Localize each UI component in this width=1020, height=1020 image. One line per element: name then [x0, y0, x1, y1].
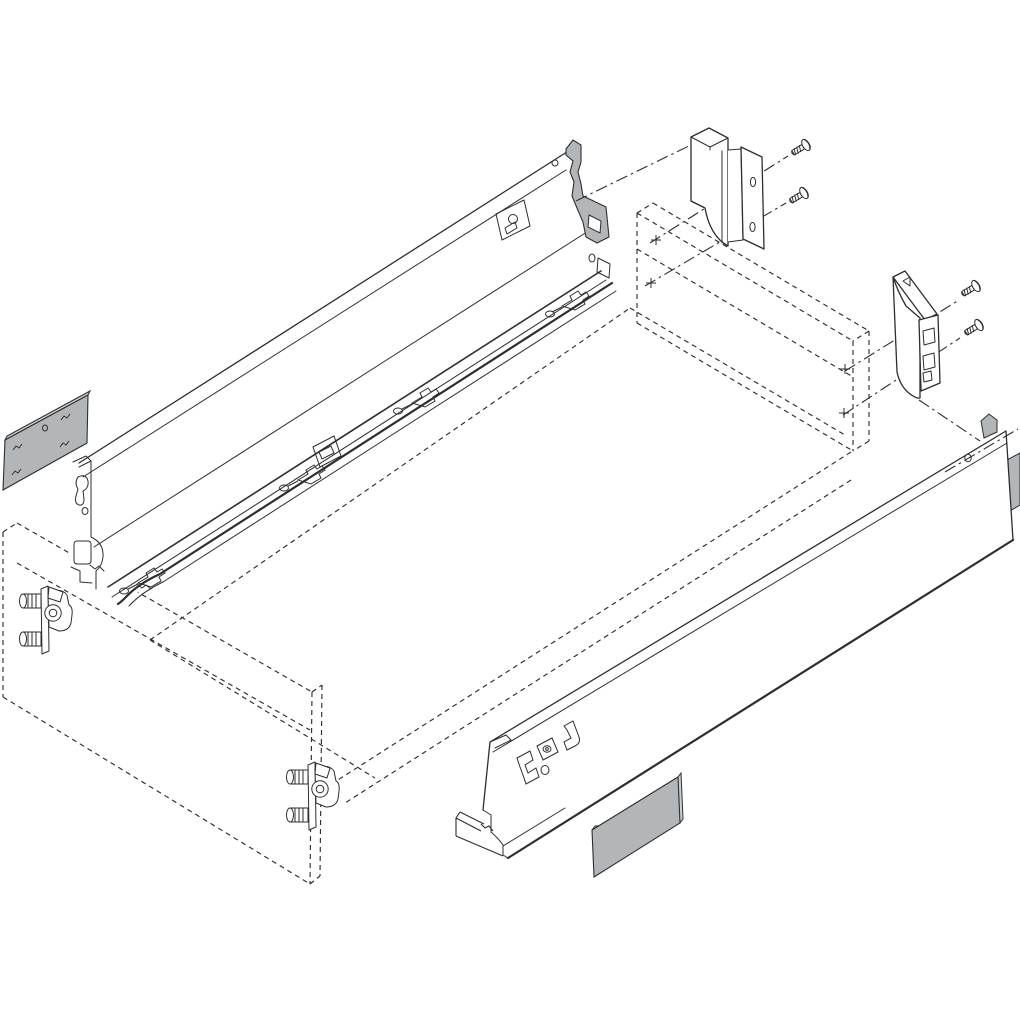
front-fixing-coupling-left: [19, 585, 73, 655]
right-rail-front-cap: [482, 734, 512, 859]
rear-hole-right-rail: [964, 453, 972, 463]
left-rail-bottom-edge: [116, 281, 614, 606]
pilot-hole-marks: [646, 235, 850, 418]
front-keyhole-cutout: [74, 475, 89, 506]
latch-detail-mid: [312, 435, 342, 468]
screw: [964, 318, 984, 336]
bracket-plate: [740, 146, 765, 250]
back-fixing-bracket-right: [892, 270, 941, 399]
right-rail-face: [483, 431, 1013, 858]
right-drawer-side-rail: [455, 430, 1015, 860]
bracket-plate: [892, 276, 921, 399]
bracket-block: [918, 314, 941, 392]
coupling-plate: [40, 585, 50, 655]
hook-detail: [127, 567, 166, 590]
screw: [789, 186, 809, 204]
rear-hole-left-rail: [551, 159, 559, 167]
tear-mark-front: [89, 564, 152, 590]
cover-cap-bottom: [591, 771, 684, 878]
drawer-front-panel-dashed: [2, 522, 323, 885]
clip-marks: [11, 413, 71, 476]
left-drawer-side-rail: [70, 139, 618, 607]
hook-detail: [551, 290, 590, 313]
front-fixing-coupling-right: [286, 761, 340, 831]
coupling-plate: [307, 761, 317, 831]
bracket-top-face: [892, 270, 938, 321]
coupling-boss: [44, 604, 62, 622]
drawer-bottom-panel-dashed: [149, 307, 852, 804]
rear-latch-detail: [495, 199, 531, 241]
rear-hook-cap-left: [565, 139, 610, 244]
left-rail-front-profile: [70, 455, 152, 590]
front-window-cutout: [73, 540, 92, 565]
back-fixing-bracket-left: [690, 127, 765, 250]
screws: [789, 138, 984, 336]
bracket-hole: [749, 221, 756, 233]
drawer-back-panel-dashed: [636, 202, 870, 452]
bracket-hole: [749, 176, 757, 188]
cover-plate-left: [2, 389, 92, 491]
rear-notch-gray-right: [980, 413, 998, 439]
screw: [791, 138, 811, 156]
right-rail-bottom-edge: [506, 538, 1015, 860]
screw: [961, 279, 981, 297]
right-rail-bottom-channel: [455, 811, 504, 857]
left-rail-band-details: [119, 290, 590, 595]
hook-detail: [401, 387, 440, 410]
left-rail-top-edge: [78, 149, 571, 464]
drawer-body-dashed: [2, 202, 870, 885]
right-rail-front-cutouts: [516, 720, 580, 785]
left-rail-face: [71, 149, 618, 607]
axis-bracket-right-to-rail: [918, 399, 981, 442]
left-rail-fold-edge: [107, 270, 602, 588]
left-rail-back-end: [495, 159, 611, 279]
coupling-boss: [311, 780, 329, 798]
